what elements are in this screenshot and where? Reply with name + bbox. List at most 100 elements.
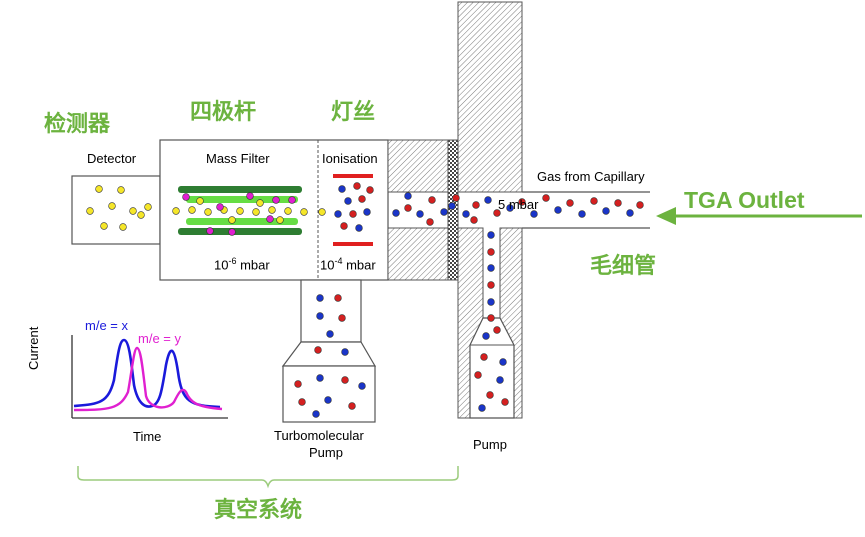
neutral-particle [172,207,180,215]
quad-rod [178,186,302,193]
gas-particle [566,199,574,207]
neutral-particle [256,199,264,207]
gas-particle [506,204,514,212]
gas-particle [338,314,346,322]
gas-particle [554,206,562,214]
gas-particle [486,391,494,399]
neutral-particle [108,202,116,210]
gas-particle [428,196,436,204]
neutral-particle [318,208,326,216]
gas-particle [484,196,492,204]
neutral-particle [144,203,152,211]
gas-particle [416,210,424,218]
ionisation-pressure: 10-4 mbar [320,256,376,273]
mass-filtered-ion [206,227,214,235]
quad-rod [186,196,298,203]
ion-particle [355,224,363,232]
gas-particle [312,410,320,418]
mass-filtered-ion [246,192,254,200]
gas-particle [493,209,501,217]
detector-cn-label: 检测器 [44,112,111,137]
gas-particle [496,376,504,384]
orifice [447,139,459,281]
turbo-pump-label-line1: Turbomolecular [274,428,364,443]
neutral-particle [204,208,212,216]
detector-label: Detector [87,151,137,166]
gas-particle [542,194,550,202]
vacuum-bracket [77,466,459,489]
gas-particle [487,281,495,289]
gas-particle [348,402,356,410]
gas-particle [404,204,412,212]
quad-rod [178,228,302,235]
gas-particle [636,201,644,209]
gas-particle [316,312,324,320]
neutral-particle [188,206,196,214]
graph-ylabel: Current [26,326,41,370]
gas-particle [440,208,448,216]
ion-particle [349,210,357,218]
neutral-particle [276,216,284,224]
gas-particle [472,201,480,209]
gas-particle [452,194,460,202]
neutral-particle [129,207,137,215]
gas-particle [499,358,507,366]
lower-hatched-block [387,227,449,281]
tga-outlet-label: TGA Outlet [684,187,805,213]
ion-particle [363,208,371,216]
ion-particle [353,182,361,190]
gas-particle [448,202,456,210]
neutral-particle [284,207,292,215]
neutral-particle [268,206,276,214]
neutral-particle [236,207,244,215]
series-y-label: m/e = y [138,331,181,346]
neutral-particle [137,211,145,219]
neutral-particle [119,223,127,231]
gas-particle [478,404,486,412]
gas-particle [487,264,495,272]
mass-filtered-ion [288,196,296,204]
gas-particle [487,248,495,256]
gas-particle [530,210,538,218]
filament [333,174,373,178]
gas-particle [294,380,302,388]
gas-particle [487,231,495,239]
gas-particle [501,398,509,406]
capillary-pressure: 5 mbar [498,197,539,212]
neutral-particle [228,216,236,224]
ion-particle [340,222,348,230]
turbo-pump-body [282,365,376,423]
gas-particle [341,376,349,384]
gas-particle [493,326,501,334]
ion-particle [358,195,366,203]
neutral-particle [252,208,260,216]
gas-particle [602,207,610,215]
ionisation-label: Ionisation [322,151,378,166]
ion-particle [344,197,352,205]
gas-particle [578,210,586,218]
gas-particle [298,398,306,406]
gas-particle [314,346,322,354]
gas-particle [316,294,324,302]
capillary-cn-label: 毛细管 [590,254,657,279]
mass-filter-pressure: 10-6 mbar [214,256,270,273]
ion-particle [366,186,374,194]
neutral-particle [100,222,108,230]
gas-particle [392,209,400,217]
gas-particle [316,374,324,382]
neutral-particle [300,208,308,216]
gas-particle [426,218,434,226]
gas-particle [326,330,334,338]
gas-particle [334,294,342,302]
mass-filter-label: Mass Filter [206,151,270,166]
tga-arrow-head [656,207,676,225]
neutral-particle [196,197,204,205]
pump-label: Pump [473,437,507,452]
mass-filtered-ion [228,228,236,236]
gas-particle [358,382,366,390]
gas-particle [590,197,598,205]
turbo-pump-cone [281,341,377,367]
gas-particle [462,210,470,218]
ion-particle [334,210,342,218]
gas-particle [482,332,490,340]
